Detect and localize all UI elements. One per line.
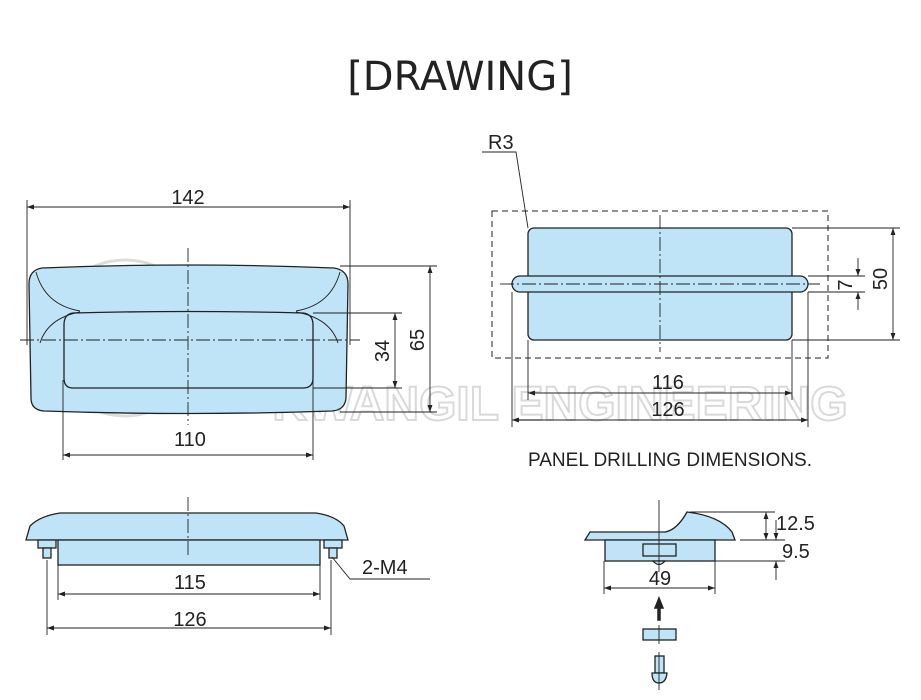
dim-overall-height: 65 xyxy=(407,329,429,351)
screw-callout: 2-M4 xyxy=(362,557,408,579)
screw-head-left xyxy=(37,539,57,549)
panel-drilling-caption: PANEL DRILLING DIMENSIONS. xyxy=(528,450,812,471)
watermark-logo: KWANGIL ENGINEERING xyxy=(45,258,849,432)
handle-side xyxy=(25,512,349,541)
dim-handle-height: 12.5 xyxy=(776,513,815,535)
dim-overall-length: 126 xyxy=(651,399,684,421)
dim-screw-pitch: 126 xyxy=(173,609,206,631)
screw-exploded xyxy=(654,655,665,674)
screw-exploded-head xyxy=(651,672,668,684)
panel-drilling-view: R3 116 126 50 7 PANEL DRILLING DIMENSION… xyxy=(482,132,900,471)
dim-cutout-height: 50 xyxy=(870,268,892,290)
dim-radius: R3 xyxy=(488,132,514,154)
dim-body-width: 49 xyxy=(649,568,671,590)
nut xyxy=(642,543,677,557)
dim-depth: 9.5 xyxy=(782,541,810,563)
handle-recess xyxy=(63,310,314,389)
top-view: 142 110 34 65 xyxy=(20,187,437,460)
handle-side-body xyxy=(57,539,321,566)
dim-slot-length: 116 xyxy=(652,372,684,394)
screw-right xyxy=(328,547,338,559)
dim-overall-width: 142 xyxy=(171,187,204,209)
dim-recess-width: 110 xyxy=(174,429,206,451)
nut-exploded xyxy=(642,628,677,641)
section-view: 12.5 9.5 49 xyxy=(583,500,815,690)
dim-recess-height: 34 xyxy=(372,340,394,362)
screw-left xyxy=(42,547,52,559)
watermark-text: KWANGIL ENGINEERING xyxy=(272,378,847,431)
drawing-title: [DRAWING] xyxy=(347,54,573,100)
screw-head-right xyxy=(323,539,343,549)
assembly-arrow-icon xyxy=(653,595,665,621)
dim-slot-width: 7 xyxy=(835,279,857,290)
handle-section xyxy=(583,511,736,541)
side-view: 115 126 2-M4 xyxy=(25,497,430,635)
dim-body-length: 115 xyxy=(174,572,206,594)
